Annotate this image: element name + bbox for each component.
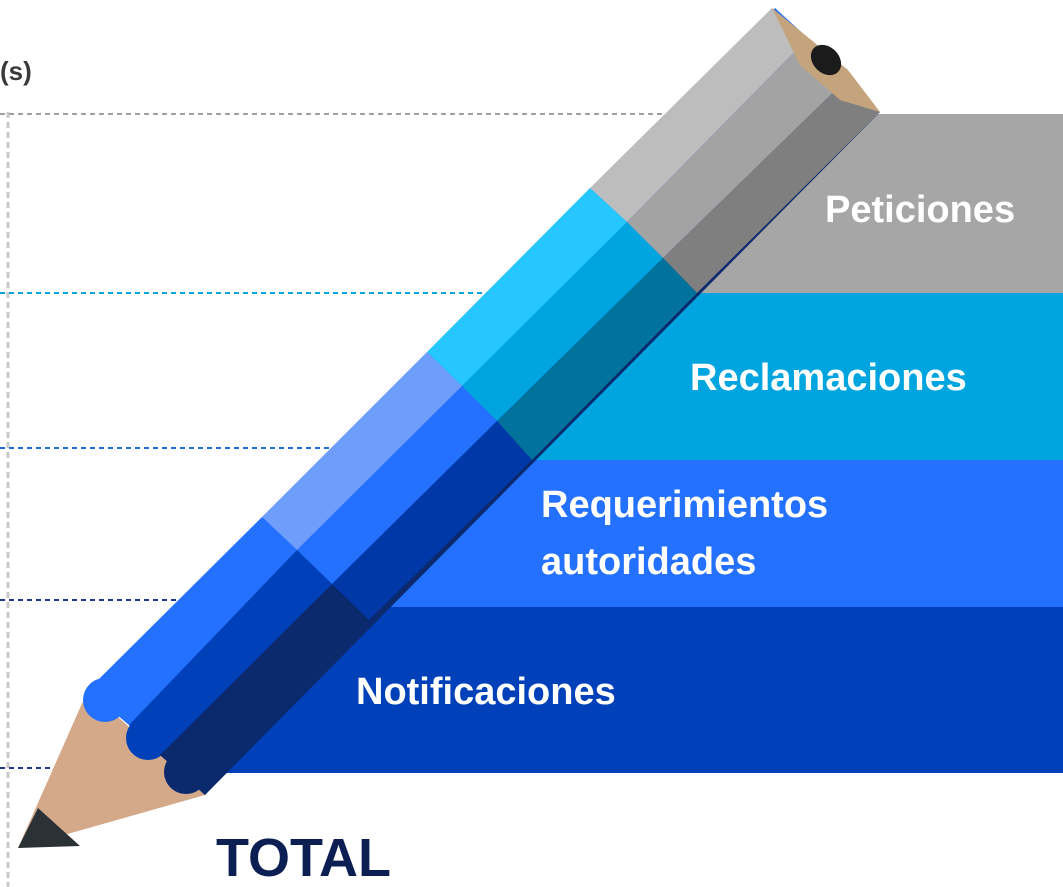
pencil-segment-gray: [590, 8, 806, 222]
label-reclamaciones: Reclamaciones: [690, 357, 967, 399]
label-requerimientos-line2: autoridades: [541, 541, 756, 583]
band-requerimientos: [382, 460, 1063, 607]
label-requerimientos-line1: Requerimientos: [541, 484, 828, 526]
pencil-segment-dark-blue: [88, 517, 297, 725]
total-label: TOTAL: [216, 828, 391, 887]
label-peticiones: Peticiones: [825, 189, 1015, 231]
pencil-eraser-hole-icon: [810, 44, 842, 76]
label-notificaciones: Notificaciones: [356, 671, 616, 713]
pencil-lead-tip: [18, 808, 80, 848]
band-notificaciones: [215, 607, 1063, 773]
pencil: [18, 8, 880, 848]
band-peticiones: [695, 114, 1063, 293]
pencil-segment-medium-blue: [262, 352, 462, 550]
corner-partial-text: (s): [0, 56, 32, 86]
pencil-wood-tip: [18, 690, 205, 848]
band-reclamaciones: [532, 293, 1063, 460]
pencil-segment-light-blue: [427, 188, 627, 386]
